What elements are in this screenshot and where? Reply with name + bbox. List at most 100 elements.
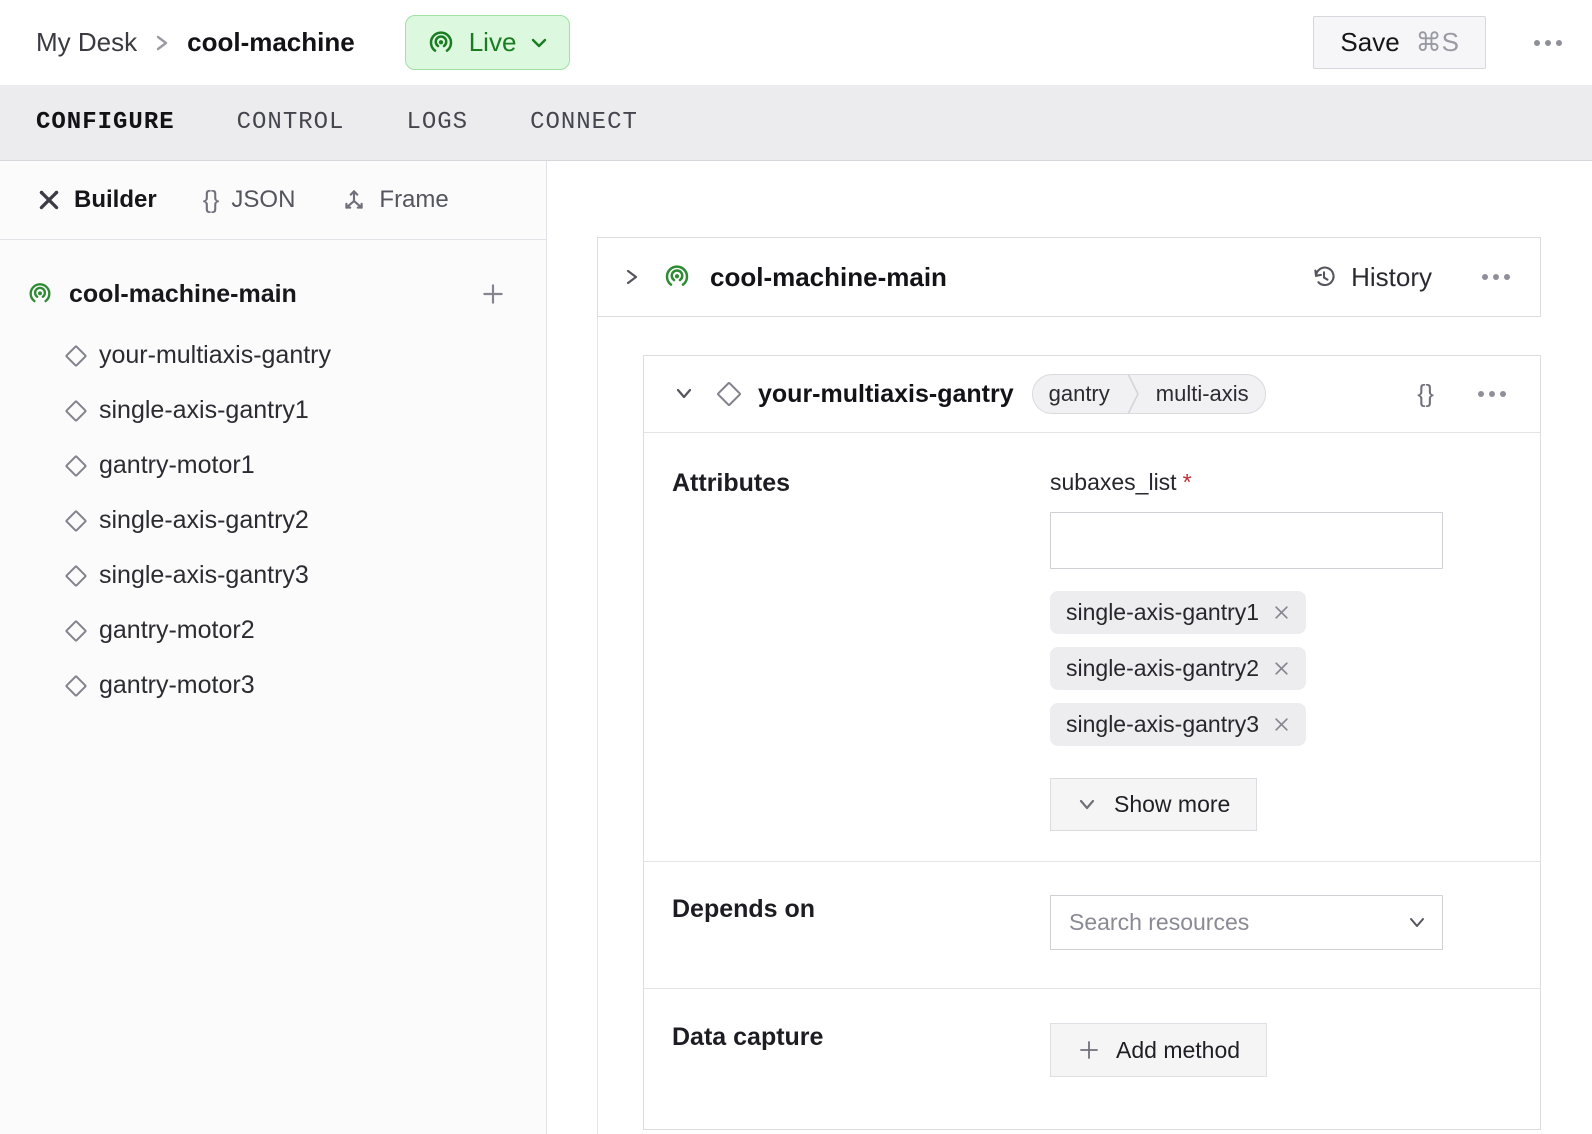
mode-builder-label: Builder <box>74 186 157 213</box>
badge-separator <box>1126 375 1140 413</box>
mode-frame-label: Frame <box>379 186 449 213</box>
tools-icon <box>36 187 62 213</box>
tree-item-label: single-axis-gantry3 <box>99 561 309 589</box>
machine-part-panel: cool-machine-main History <box>597 237 1541 317</box>
mode-builder[interactable]: Builder <box>36 186 157 214</box>
search-resources-input[interactable] <box>1050 895 1443 950</box>
main-tab-bar: CONFIGURE CONTROL LOGS CONNECT <box>0 85 1592 161</box>
component-diamond-icon <box>716 381 742 407</box>
history-clock-icon <box>1310 263 1338 291</box>
show-more-button[interactable]: Show more <box>1050 778 1258 831</box>
more-menu-icon[interactable] <box>1528 34 1568 52</box>
view-mode-switcher: Builder {} JSON Frame <box>0 161 546 240</box>
tree-item-component[interactable]: gantry-motor1 <box>0 438 546 493</box>
tree-item-component[interactable]: single-axis-gantry2 <box>0 493 546 548</box>
component-title: your-multiaxis-gantry <box>758 379 1014 408</box>
chip-label: single-axis-gantry2 <box>1066 655 1260 681</box>
tree-item-label: single-axis-gantry2 <box>99 506 309 534</box>
data-capture-section: Data capture Add method <box>644 989 1540 1129</box>
configure-sidebar: Builder {} JSON Frame <box>0 161 547 1134</box>
save-shortcut-hint: ⌘S <box>1415 27 1459 57</box>
tree-item-component[interactable]: gantry-motor2 <box>0 603 546 658</box>
braces-icon[interactable]: {} <box>1417 379 1434 408</box>
save-button-label: Save <box>1340 27 1400 57</box>
required-marker: * <box>1182 469 1192 495</box>
subaxes-list-input[interactable] <box>1050 512 1443 569</box>
component-diamond-icon <box>64 674 88 697</box>
depends-on-dropdown <box>1050 895 1443 950</box>
depends-on-section: Depends on <box>644 862 1540 989</box>
live-status-dropdown[interactable]: Live <box>404 15 571 70</box>
data-capture-section-label: Data capture <box>672 1023 824 1051</box>
braces-icon: {} <box>202 185 220 214</box>
tab-logs[interactable]: LOGS <box>406 109 469 136</box>
tree-item-label: gantry-motor1 <box>99 451 255 479</box>
resource-tree: cool-machine-main your-multiaxis-gantry … <box>0 240 546 713</box>
card-more-menu-icon[interactable] <box>1472 385 1512 403</box>
tree-item-label: gantry-motor3 <box>99 671 255 699</box>
tree-item-component[interactable]: single-axis-gantry3 <box>0 548 546 603</box>
component-diamond-icon <box>64 344 88 367</box>
machine-part-title: cool-machine-main <box>710 261 947 292</box>
remove-chip-icon[interactable] <box>1273 604 1290 621</box>
attributes-section: Attributes subaxes_list* single-axis-gan… <box>644 433 1540 862</box>
chevron-right-icon <box>155 31 169 55</box>
add-resource-icon[interactable] <box>480 281 506 307</box>
panel-more-menu-icon[interactable] <box>1476 268 1516 286</box>
show-more-label: Show more <box>1114 791 1231 817</box>
tab-control[interactable]: CONTROL <box>236 109 345 136</box>
tree-item-component[interactable]: gantry-motor3 <box>0 658 546 713</box>
tree-children: your-multiaxis-gantry single-axis-gantry… <box>0 328 546 713</box>
component-diamond-icon <box>64 454 88 477</box>
subaxis-chip: single-axis-gantry2 <box>1050 647 1307 690</box>
plus-icon <box>1077 1038 1101 1062</box>
tree-item-component[interactable]: your-multiaxis-gantry <box>0 328 546 383</box>
component-card-header: your-multiaxis-gantry gantry multi-axis … <box>644 356 1540 433</box>
component-diamond-icon <box>64 619 88 642</box>
remove-chip-icon[interactable] <box>1273 660 1290 677</box>
component-diamond-icon <box>64 399 88 422</box>
badge-model: multi-axis <box>1155 381 1249 406</box>
top-bar: My Desk cool-machine Live Save ⌘S <box>0 0 1592 85</box>
subaxis-chip: single-axis-gantry1 <box>1050 591 1307 634</box>
component-card: your-multiaxis-gantry gantry multi-axis … <box>643 355 1541 1130</box>
attributes-section-label: Attributes <box>672 469 791 497</box>
add-method-button[interactable]: Add method <box>1050 1023 1268 1077</box>
subaxes-chip-list: single-axis-gantry1 single-axis-gantry2 <box>1050 591 1508 746</box>
chip-label: single-axis-gantry3 <box>1066 711 1260 737</box>
breadcrumb-parent-link[interactable]: My Desk <box>36 27 138 57</box>
badge-type: gantry <box>1048 381 1110 406</box>
save-button[interactable]: Save ⌘S <box>1313 16 1486 69</box>
collapse-chevron-icon[interactable] <box>672 385 696 403</box>
breadcrumb: My Desk cool-machine <box>36 27 355 58</box>
live-status-label: Live <box>468 27 517 57</box>
broadcast-icon <box>426 28 456 58</box>
add-method-label: Add method <box>1116 1036 1241 1063</box>
history-label: History <box>1351 261 1432 292</box>
tree-item-label: gantry-motor2 <box>99 616 255 644</box>
mode-json[interactable]: {} JSON <box>203 186 296 215</box>
subaxes-field-label: subaxes_list* <box>1050 469 1508 496</box>
breadcrumb-current: cool-machine <box>187 27 355 57</box>
mode-json-label: JSON <box>231 186 296 213</box>
component-diamond-icon <box>64 509 88 532</box>
history-button[interactable]: History <box>1310 262 1432 293</box>
chip-label: single-axis-gantry1 <box>1066 599 1260 625</box>
tree-root-label: cool-machine-main <box>69 279 297 308</box>
component-diamond-icon <box>64 564 88 587</box>
tree-item-machine-part[interactable]: cool-machine-main <box>0 270 546 318</box>
field-name: subaxes_list <box>1050 469 1177 495</box>
tree-item-label: single-axis-gantry1 <box>99 396 309 424</box>
frame-axes-icon <box>341 187 367 213</box>
remove-chip-icon[interactable] <box>1273 716 1290 733</box>
chevron-down-icon <box>1077 798 1097 812</box>
depends-on-section-label: Depends on <box>672 895 816 923</box>
mode-frame[interactable]: Frame <box>341 186 449 214</box>
expand-chevron-icon[interactable] <box>622 264 642 290</box>
configure-main-area: cool-machine-main History <box>547 161 1592 1134</box>
tab-configure[interactable]: CONFIGURE <box>36 109 175 136</box>
tree-connector-line <box>597 317 598 1134</box>
tab-connect[interactable]: CONNECT <box>530 109 638 136</box>
broadcast-icon <box>26 280 54 308</box>
tree-item-component[interactable]: single-axis-gantry1 <box>0 383 546 438</box>
